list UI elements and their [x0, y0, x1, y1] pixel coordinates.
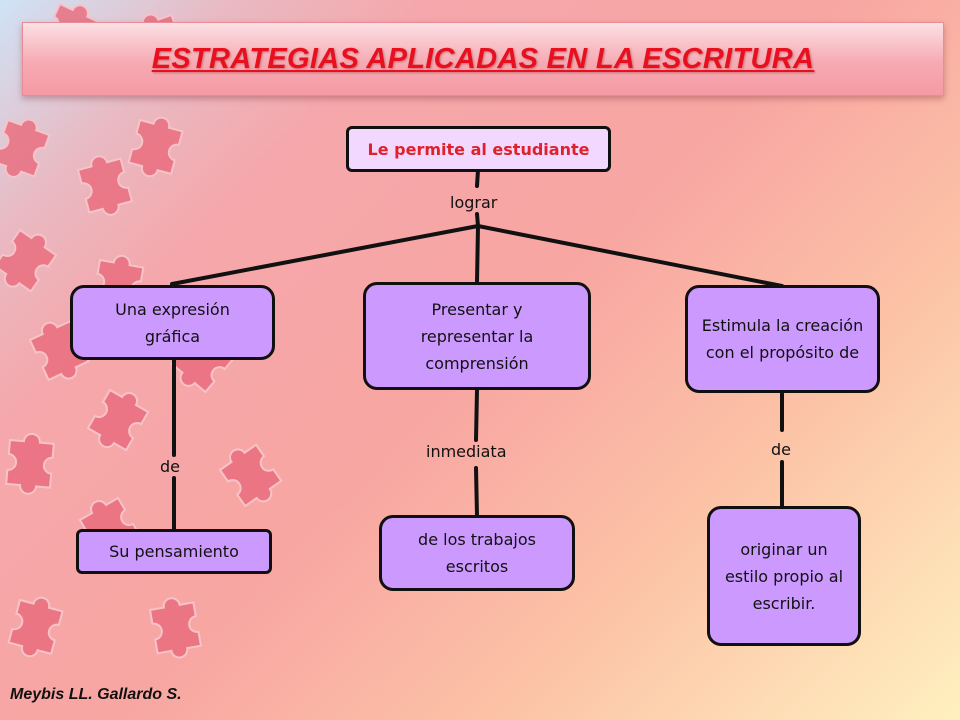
line-hub-to-center	[475, 224, 480, 284]
node-originar-estilo: originar un estilo propio al escribir.	[707, 506, 861, 646]
connector-label-de-left: de	[160, 457, 180, 476]
line-label-to-hub	[475, 212, 480, 228]
line-root-to-label	[475, 168, 480, 188]
title-banner: ESTRATEGIAS APLICADAS EN LA ESCRITURA	[22, 22, 944, 96]
connector-label-lograr: lograr	[450, 193, 498, 212]
connector-label-inmediata: inmediata	[426, 442, 507, 461]
node-label: Estimula la creación con el propósito de	[701, 316, 864, 362]
root-node: Le permite al estudiante	[346, 126, 611, 172]
node-su-pensamiento: Su pensamiento	[76, 529, 272, 574]
node-label: de los trabajos escritos	[418, 530, 536, 576]
node-label: Una expresión gráfica	[115, 299, 230, 346]
node-label: Su pensamiento	[109, 542, 239, 561]
line-center-down-2	[474, 466, 479, 518]
connector-label-de-right: de	[771, 440, 791, 459]
node-presentar-representar: Presentar y representar la comprensión	[363, 282, 591, 390]
node-label: Presentar y representar la comprensión	[420, 299, 534, 373]
root-node-label: Le permite al estudiante	[367, 139, 590, 159]
node-expresion-grafica: Una expresión gráfica	[70, 285, 275, 360]
page-title: ESTRATEGIAS APLICADAS EN LA ESCRITURA	[151, 42, 815, 75]
node-label: originar un estilo propio al escribir.	[724, 539, 844, 613]
node-trabajos-escritos: de los trabajos escritos	[379, 515, 575, 591]
line-center-down	[474, 388, 479, 442]
line-hub-to-left	[170, 224, 480, 286]
line-hub-to-right	[476, 224, 784, 288]
node-estimula-creacion: Estimula la creación con el propósito de	[685, 285, 880, 393]
author-credit: Meybis LL. Gallardo S.	[10, 686, 182, 703]
